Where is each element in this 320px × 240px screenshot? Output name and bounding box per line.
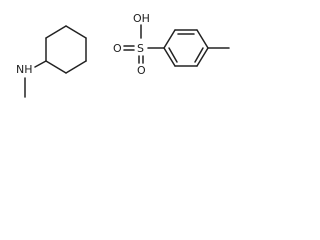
ring-bond <box>45 60 67 74</box>
structure-diagram: NH OH S O O <box>16 12 230 98</box>
o-left-label: O <box>113 42 122 55</box>
ring-inner-bond <box>168 47 178 63</box>
ring-bond <box>196 29 209 49</box>
c-n-bond <box>34 60 47 68</box>
s-label: S <box>137 42 144 55</box>
ring-bond <box>163 47 176 67</box>
ring-inner-bond <box>194 47 204 63</box>
ring-bond <box>163 29 176 49</box>
toluenesulfonic-acid: OH S O O <box>113 12 230 77</box>
ring-bond <box>65 60 87 74</box>
o-bottom-label: O <box>137 64 146 77</box>
ring-bond <box>65 25 87 39</box>
nh-label: NH <box>16 63 33 76</box>
methylcyclohexylamine: NH <box>16 25 87 98</box>
oh-label: OH <box>133 12 150 25</box>
ring-bond <box>196 47 209 67</box>
ring-bond <box>45 25 67 39</box>
